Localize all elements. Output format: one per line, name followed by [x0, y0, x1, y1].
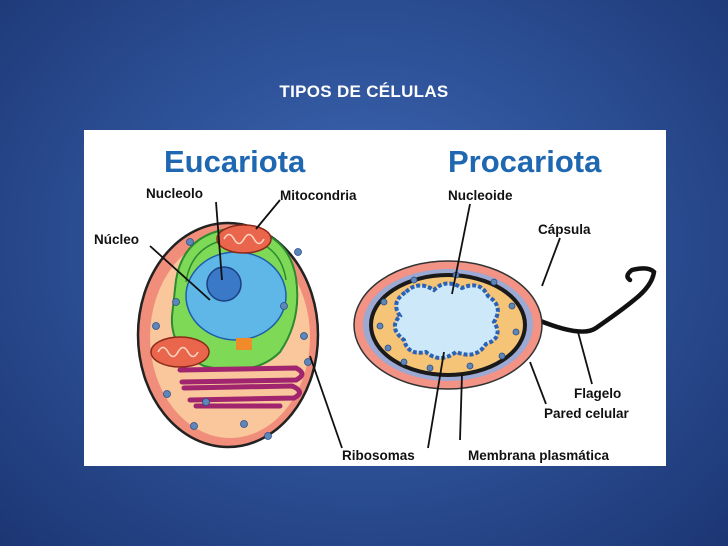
prokaryote-heading: Procariota — [448, 144, 602, 179]
eukaryote-heading: Eucariota — [164, 144, 306, 179]
leader-nucleoide — [451, 203, 471, 295]
flagellum — [535, 266, 657, 334]
eukaryote-cell — [136, 221, 320, 449]
slide-title: TIPOS DE CÉLULAS — [279, 82, 449, 101]
label-nucleoide: Nucleoide — [448, 188, 513, 203]
vesicle — [236, 338, 252, 350]
label-membrana: Membrana plasmática — [468, 448, 610, 463]
leader-mitocondria — [255, 199, 281, 230]
mitochondrion-top — [216, 224, 272, 254]
nucleolus — [206, 266, 242, 302]
cell-diagram-panel: Eucariota Procariota Nucleolo Mitocondri… — [84, 130, 666, 466]
golgi-apparatus — [177, 365, 305, 409]
label-ribosomas: Ribosomas — [342, 448, 415, 463]
label-mitocondria: Mitocondria — [280, 188, 357, 203]
mitochondrion-left — [150, 336, 210, 368]
label-flagelo: Flagelo — [574, 386, 621, 401]
leader-nucleolo — [215, 201, 223, 281]
cell-diagram: Eucariota Procariota Nucleolo Mitocondri… — [94, 144, 657, 463]
eukaryote-ribosomes — [152, 238, 312, 440]
leader-ribosomas-prok — [427, 351, 445, 449]
leader-flagelo — [577, 331, 593, 385]
label-pared: Pared celular — [544, 406, 630, 421]
leader-membrana — [459, 373, 463, 441]
leader-ribosomas-euk — [309, 355, 343, 449]
label-capsula: Cápsula — [538, 222, 591, 237]
leader-capsula — [541, 237, 561, 287]
prokaryote-cell — [353, 260, 657, 390]
nucleoid — [392, 281, 500, 360]
leader-nucleo — [149, 245, 211, 301]
prokaryote-ribosomes — [376, 271, 520, 372]
leader-lines — [149, 199, 593, 449]
leader-pared — [529, 361, 547, 405]
label-nucleolo: Nucleolo — [146, 186, 203, 201]
label-nucleo: Núcleo — [94, 232, 139, 247]
